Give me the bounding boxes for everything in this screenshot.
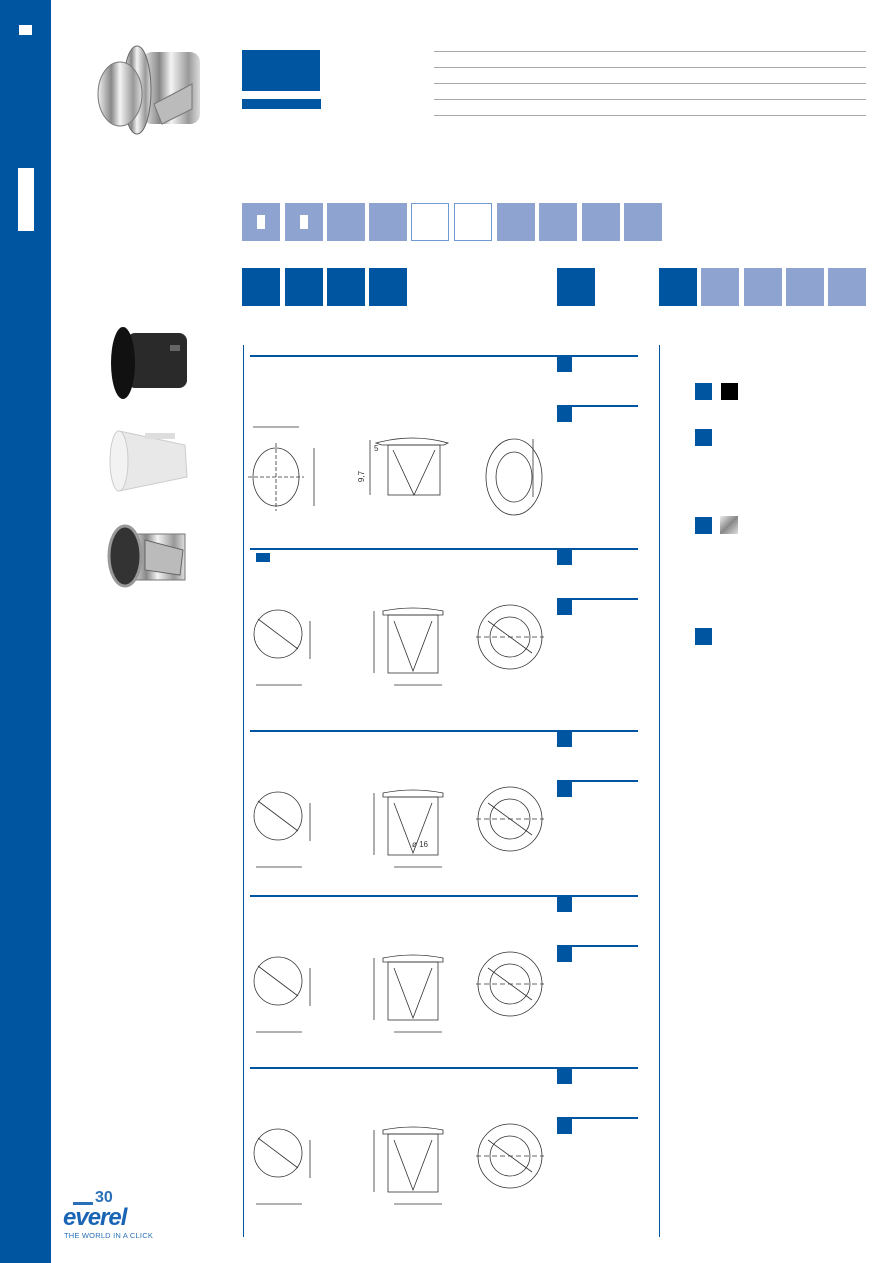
color-marker xyxy=(695,383,712,400)
drawing-section-4 xyxy=(253,951,544,1033)
drawing-section-5 xyxy=(253,1123,544,1205)
drawing-section-2 xyxy=(253,604,544,686)
logo-anniversary: 30 xyxy=(95,1189,113,1206)
spec-tile xyxy=(557,268,595,306)
section-divider xyxy=(250,895,638,897)
dim-label: 9,7 xyxy=(357,470,367,483)
feature-tile-empty xyxy=(411,203,449,241)
feature-tile xyxy=(242,203,280,241)
dim-label: ø 16 xyxy=(412,840,429,849)
spec-line xyxy=(434,99,866,100)
section-divider xyxy=(250,355,638,357)
feature-tile xyxy=(285,203,323,241)
section-code-marker xyxy=(557,782,572,797)
spec-line xyxy=(434,83,866,84)
section-code-marker xyxy=(557,732,572,747)
section-subdivider xyxy=(557,945,638,947)
feature-tile xyxy=(582,203,620,241)
drawing-section-1 xyxy=(248,426,543,516)
dim-label: 5 xyxy=(374,444,379,453)
spec-tile xyxy=(786,268,824,306)
spec-tile xyxy=(327,268,365,306)
header-badge xyxy=(242,50,320,91)
everel-logo: 30 everel THE WORLD IN A CLICK xyxy=(63,1190,213,1242)
section-divider xyxy=(250,548,638,550)
section-code-marker xyxy=(557,947,572,962)
section-code-marker xyxy=(557,897,572,912)
section-divider xyxy=(250,1067,638,1069)
spec-line xyxy=(434,51,866,52)
section-subdivider xyxy=(557,405,638,407)
column-divider xyxy=(243,345,244,1237)
spec-line xyxy=(434,115,866,116)
color-marker xyxy=(695,628,712,645)
logo-tagline: THE WORLD IN A CLICK xyxy=(64,1231,154,1240)
color-marker xyxy=(695,517,712,534)
product-photo-chrome xyxy=(97,45,200,135)
header-bar xyxy=(242,99,321,109)
section-marker xyxy=(256,553,270,562)
feature-tile xyxy=(497,203,535,241)
variant-photo-chrome xyxy=(107,524,186,588)
feature-tile-empty xyxy=(454,203,492,241)
color-swatch-black xyxy=(721,383,738,400)
spec-tile xyxy=(701,268,739,306)
logo-wordmark: everel xyxy=(63,1204,127,1231)
drawing-section-3 xyxy=(253,786,544,868)
section-code-marker xyxy=(557,407,572,422)
variant-photo-white xyxy=(109,430,188,492)
spec-line xyxy=(434,67,866,68)
feature-tile xyxy=(539,203,577,241)
feature-tile xyxy=(624,203,662,241)
spec-tile xyxy=(242,268,280,306)
section-subdivider xyxy=(557,780,638,782)
color-marker xyxy=(695,429,712,446)
feature-tile xyxy=(369,203,407,241)
section-subdivider xyxy=(557,598,638,600)
section-code-marker xyxy=(557,1119,572,1134)
color-swatch-chrome xyxy=(720,516,738,534)
section-subdivider xyxy=(557,1117,638,1119)
section-code-marker xyxy=(557,357,572,372)
spec-tile xyxy=(369,268,407,306)
section-code-marker xyxy=(557,550,572,565)
spec-tile xyxy=(744,268,782,306)
section-code-marker xyxy=(557,1069,572,1084)
variant-photo-black xyxy=(111,327,187,399)
spec-tile xyxy=(285,268,323,306)
column-divider xyxy=(659,345,660,1237)
spec-tile xyxy=(828,268,866,306)
spec-tile xyxy=(659,268,697,306)
section-code-marker xyxy=(557,600,572,615)
feature-tile xyxy=(327,203,365,241)
sidebar-marker xyxy=(19,25,32,35)
sidebar-tab xyxy=(18,168,34,231)
section-divider xyxy=(250,730,638,732)
